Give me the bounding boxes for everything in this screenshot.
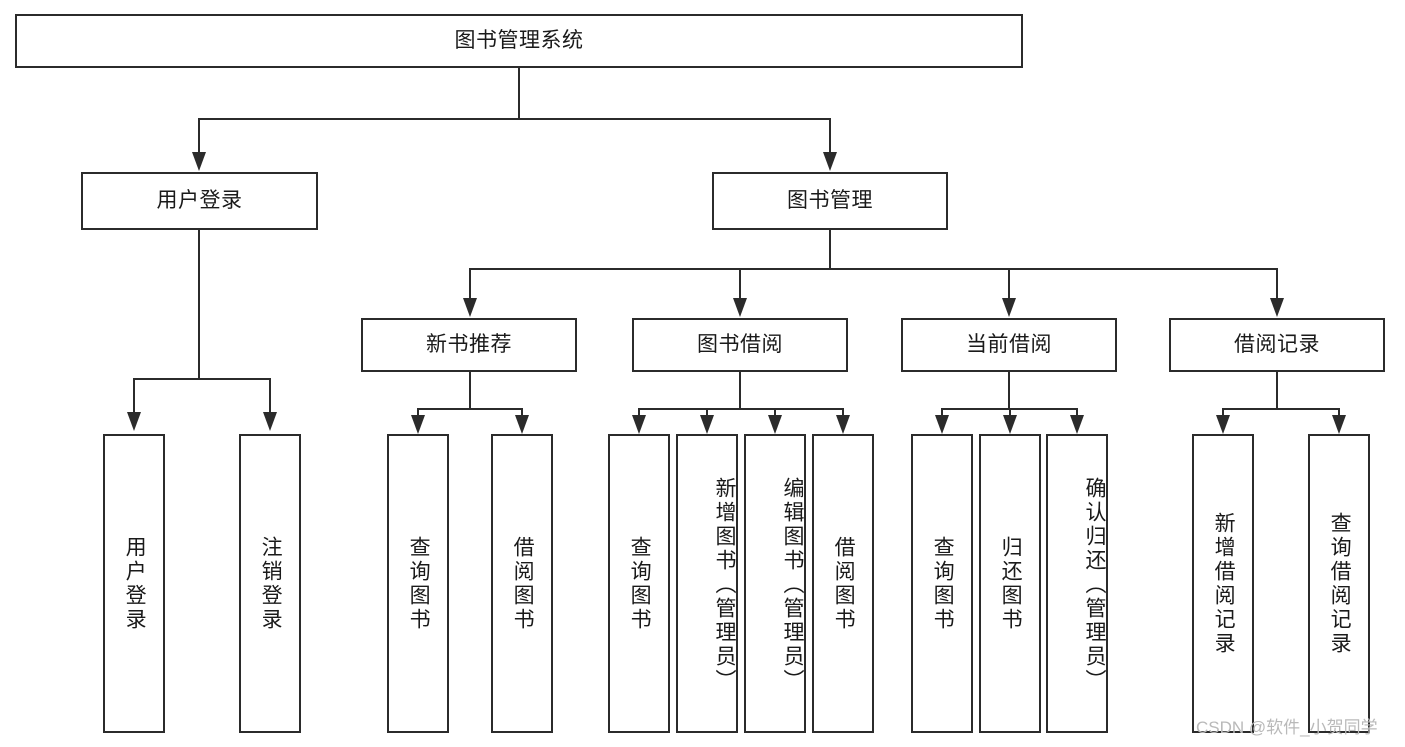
node-root-book-management-system[interactable]: 图书管理系统 xyxy=(15,14,1023,68)
arrowhead-to-borrow-record xyxy=(1270,298,1284,317)
leaf-new-book-borrow-books[interactable]: 借阅图书 xyxy=(491,434,553,733)
arrowhead-user-login-leaf-1 xyxy=(127,412,141,431)
arrowhead-borrow-record-leaf-1 xyxy=(1216,415,1230,434)
connector-book-borrow-bus xyxy=(638,408,844,410)
connector-user-login-bus xyxy=(133,378,270,380)
connector-root-stem xyxy=(518,68,520,118)
connector-new-book-stem xyxy=(469,372,471,408)
arrowhead-book-borrow-leaf-3 xyxy=(768,415,782,434)
connector-level3-drop-1 xyxy=(469,268,471,300)
connector-book-borrow-stem xyxy=(739,372,741,408)
leaf-user-login-logout[interactable]: 注销登录 xyxy=(239,434,301,733)
leaf-current-borrow-return-books[interactable]: 归还图书 xyxy=(979,434,1041,733)
arrowhead-new-book-leaf-2 xyxy=(515,415,529,434)
connector-borrow-record-drop-1 xyxy=(1222,408,1224,420)
connector-book-borrow-drop-2 xyxy=(706,408,708,420)
leaf-borrow-record-add-record[interactable]: 新增借阅记录 xyxy=(1192,434,1254,733)
node-new-book-recommend[interactable]: 新书推荐 xyxy=(361,318,577,372)
connector-book-borrow-drop-1 xyxy=(638,408,640,420)
arrowhead-to-book-management xyxy=(823,152,837,171)
connector-book-borrow-drop-3 xyxy=(774,408,776,420)
leaf-current-borrow-confirm-return-admin[interactable]: 确认归还（管理员） xyxy=(1046,434,1108,733)
connector-book-management-stem xyxy=(829,230,831,268)
leaf-current-borrow-query-books[interactable]: 查询图书 xyxy=(911,434,973,733)
arrowhead-book-borrow-leaf-1 xyxy=(632,415,646,434)
leaf-book-borrow-add-book-admin[interactable]: 新增图书（管理员） xyxy=(676,434,738,733)
connector-current-borrow-stem xyxy=(1008,372,1010,408)
node-current-borrow[interactable]: 当前借阅 xyxy=(901,318,1117,372)
leaf-book-borrow-edit-book-admin[interactable]: 编辑图书（管理员） xyxy=(744,434,806,733)
connector-current-borrow-drop-3 xyxy=(1076,408,1078,420)
connector-user-login-drop-2 xyxy=(269,378,271,414)
connector-user-login-stem xyxy=(198,230,200,378)
connector-level2-drop-left xyxy=(198,118,200,154)
connector-new-book-drop-2 xyxy=(521,408,523,420)
connector-borrow-record-bus xyxy=(1222,408,1340,410)
arrowhead-to-user-login xyxy=(192,152,206,171)
leaf-borrow-record-query-record[interactable]: 查询借阅记录 xyxy=(1308,434,1370,733)
connector-level3-drop-4 xyxy=(1276,268,1278,300)
arrowhead-to-current-borrow xyxy=(1002,298,1016,317)
arrowhead-to-book-borrow xyxy=(733,298,747,317)
connector-new-book-drop-1 xyxy=(417,408,419,420)
leaf-book-borrow-borrow-books[interactable]: 借阅图书 xyxy=(812,434,874,733)
arrowhead-to-new-book-recommend xyxy=(463,298,477,317)
connector-new-book-bus xyxy=(417,408,523,410)
connector-borrow-record-stem xyxy=(1276,372,1278,408)
node-user-login[interactable]: 用户登录 xyxy=(81,172,318,230)
arrowhead-book-borrow-leaf-2 xyxy=(700,415,714,434)
leaf-user-login-login[interactable]: 用户登录 xyxy=(103,434,165,733)
connector-borrow-record-drop-2 xyxy=(1338,408,1340,420)
leaf-new-book-query-books[interactable]: 查询图书 xyxy=(387,434,449,733)
connector-user-login-drop-1 xyxy=(133,378,135,414)
node-book-management[interactable]: 图书管理 xyxy=(712,172,948,230)
arrowhead-current-borrow-leaf-3 xyxy=(1070,415,1084,434)
leaf-book-borrow-query-books[interactable]: 查询图书 xyxy=(608,434,670,733)
connector-level3-drop-2 xyxy=(739,268,741,300)
node-borrow-record[interactable]: 借阅记录 xyxy=(1169,318,1385,372)
connector-level3-drop-3 xyxy=(1008,268,1010,300)
connector-current-borrow-drop-2 xyxy=(1009,408,1011,420)
arrowhead-book-borrow-leaf-4 xyxy=(836,415,850,434)
connector-level2-bus xyxy=(198,118,830,120)
connector-level3-bus xyxy=(469,268,1277,270)
connector-level2-drop-right xyxy=(829,118,831,154)
arrowhead-user-login-leaf-2 xyxy=(263,412,277,431)
node-book-borrow[interactable]: 图书借阅 xyxy=(632,318,848,372)
arrowhead-new-book-leaf-1 xyxy=(411,415,425,434)
csdn-watermark: CSDN @软件_小贺同学 xyxy=(1196,718,1378,737)
arrowhead-borrow-record-leaf-2 xyxy=(1332,415,1346,434)
arrowhead-current-borrow-leaf-2 xyxy=(1003,415,1017,434)
connector-book-borrow-drop-4 xyxy=(842,408,844,420)
arrowhead-current-borrow-leaf-1 xyxy=(935,415,949,434)
connector-current-borrow-drop-1 xyxy=(941,408,943,420)
